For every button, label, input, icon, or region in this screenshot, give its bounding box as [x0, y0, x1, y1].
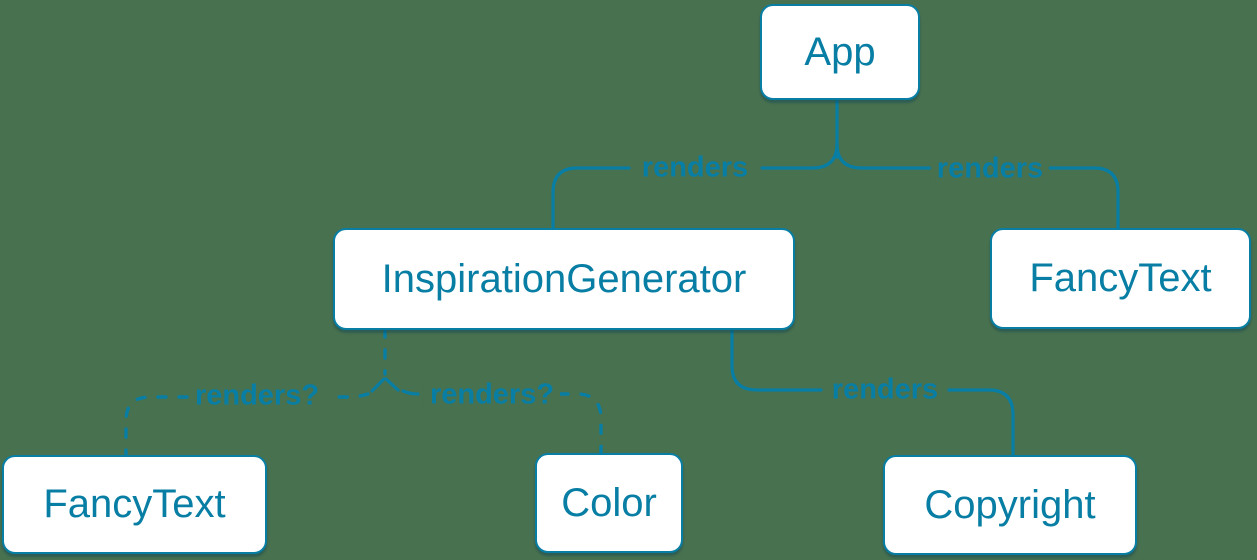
node-color: Color [535, 453, 683, 553]
node-fancy-text-top: FancyText [990, 228, 1251, 329]
edge-label-inspirationgenerator-color: renders? [423, 378, 561, 412]
edge-app-to-fancytext-right [1048, 166, 1120, 231]
edge-app-to-fancytext-left [835, 142, 932, 170]
edge-label-inspirationgenerator-copyright: renders [825, 373, 945, 407]
edge-app-to-inspirationgenerator-right [551, 166, 631, 231]
edge-label-app-inspirationgenerator: renders [635, 151, 755, 185]
edge-app-to-inspirationgenerator-left [760, 142, 839, 170]
edge-inspirationgenerator-to-fancytext-left-a [329, 392, 370, 399]
edge-dashed-fork-tip-right [384, 377, 400, 392]
edge-inspirationgenerator-to-copyright-right [947, 388, 1015, 458]
edge-inspirationgenerator-to-fancytext-left-b [124, 395, 189, 458]
edge-inspirationgenerator-to-color-b [558, 392, 603, 456]
node-inspiration-generator: InspirationGenerator [333, 228, 795, 330]
node-app: App [760, 4, 920, 100]
edge-label-app-fancytext: renders [930, 152, 1050, 186]
edge-label-inspirationgenerator-fancytext: renders? [188, 379, 326, 413]
edge-dashed-fork-tip-left [370, 377, 386, 393]
edge-inspirationgenerator-to-color-a [401, 389, 420, 396]
edge-inspirationgenerator-to-copyright-left [730, 327, 823, 392]
node-fancy-text-bottom: FancyText [2, 455, 267, 554]
node-copyright: Copyright [883, 455, 1137, 555]
